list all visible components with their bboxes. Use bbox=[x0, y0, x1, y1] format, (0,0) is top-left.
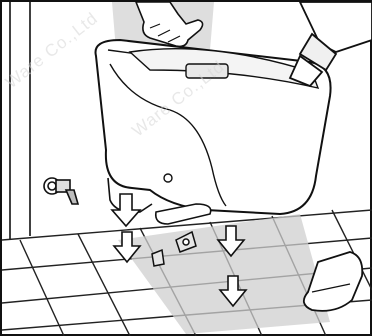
toilet-installation-illustration bbox=[0, 0, 372, 336]
